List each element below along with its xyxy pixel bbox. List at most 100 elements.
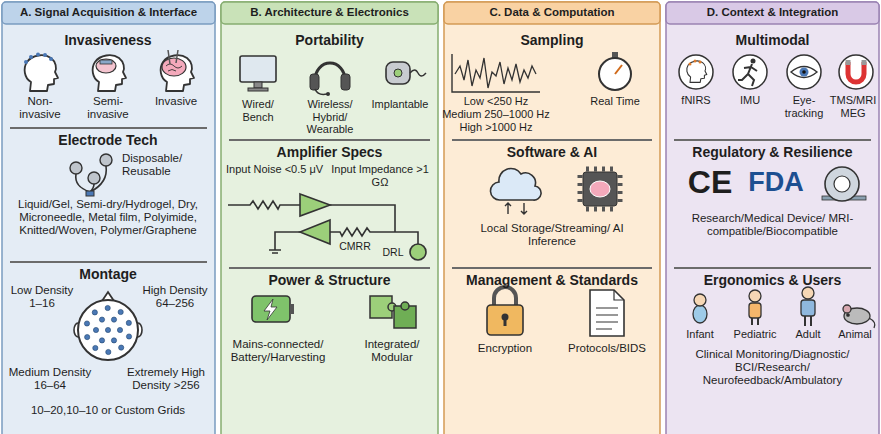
montage-head (93, 345, 98, 350)
portability-icon (310, 74, 319, 90)
panel-header: A. Signal Acquisition & Interface (5, 6, 212, 19)
montage-head (126, 320, 131, 325)
electrode-icon (70, 162, 82, 174)
mri-scanner-icon (822, 167, 866, 201)
user-icon (802, 287, 814, 299)
portability-icon (254, 82, 262, 88)
document-icon (590, 290, 624, 336)
battery-icon (290, 304, 294, 314)
modality-icon (694, 60, 697, 63)
section-divider (10, 261, 207, 263)
head-icon (96, 59, 116, 73)
user-icon (752, 318, 758, 325)
portability-icon (386, 62, 410, 84)
item-label: High >1000 Hz (440, 121, 552, 134)
section-divider (229, 267, 430, 269)
item-label: fNIRS (670, 94, 722, 107)
head-icon (24, 50, 194, 91)
user-icon (801, 300, 815, 316)
item-label: Input Noise <0.5 μV (226, 163, 326, 176)
modality-icon (689, 63, 692, 66)
montage-head (99, 338, 104, 343)
panel-ground (2, 2, 215, 434)
panel-ground (444, 2, 660, 434)
lock-icon (487, 305, 523, 335)
feature-section: Regulatory & ResilienceCEFDAResearch/Med… (666, 140, 879, 268)
portability-icon (326, 92, 330, 96)
section-divider (452, 267, 652, 269)
stopwatch-icon (599, 52, 631, 90)
feature-section: InvasivenessNon-invasiveSemi-invasiveInv… (2, 26, 215, 128)
modality-icon (679, 55, 873, 89)
feature-section: Management & StandardsEncryptionProtocol… (444, 268, 660, 434)
electrode-icon (86, 191, 94, 196)
item-label: Medium 250–1000 Hz (440, 108, 552, 121)
head-icon (93, 55, 126, 91)
item-label: 10–20,10–10 or Custom Grids (8, 404, 208, 417)
panel-ground (666, 2, 879, 24)
item-label: Mains-connected/ Battery/Harvesting (223, 338, 333, 364)
puzzle-icon (401, 302, 409, 310)
section-title: Regulatory & Resilience (673, 144, 873, 160)
section-divider (674, 267, 871, 269)
puzzle-icon (370, 296, 416, 328)
feature-section: PortabilityWired/ BenchWireless/ Hybrid/… (221, 26, 438, 140)
user-icon (843, 305, 851, 313)
item-label: Liquid/Gel, Semi-dry/Hydrogel, Dry, Micr… (8, 198, 208, 238)
feature-section: MontageLow Density 1–16High Density 64–2… (2, 262, 215, 434)
item-label: Clinical Monitoring/Diagnostic/ BCI/Rese… (673, 348, 873, 388)
battery-icon (264, 299, 277, 320)
item-label: Animal (833, 328, 878, 341)
modality-icon (802, 70, 806, 74)
user-icon (693, 305, 707, 323)
user-icon (694, 294, 706, 306)
chip-icon (618, 175, 623, 205)
amplifier-circuit (300, 220, 330, 244)
head-icon (24, 53, 53, 65)
item-label: Wired/ Bench (230, 98, 286, 123)
head-icon (49, 57, 53, 61)
battery-icon (252, 296, 290, 322)
chip-icon (580, 169, 620, 209)
modality-icon (733, 55, 767, 89)
feature-section: SamplingLow <250 HzMedium 250–1000 HzHig… (444, 26, 660, 140)
panel-ground (444, 2, 660, 24)
amplifier-circuit (330, 205, 395, 232)
panel-ground (221, 2, 438, 24)
document-icon (614, 290, 624, 300)
portability-icon (248, 88, 268, 91)
amplifier-circuit (395, 232, 418, 244)
head-icon (100, 60, 112, 64)
electrode-icon (100, 154, 112, 166)
stopwatch-icon (615, 65, 622, 74)
section-title: Electrode Tech (8, 132, 208, 148)
amplifier-circuit (269, 232, 300, 253)
modality-icon (689, 60, 702, 66)
amplifier-circuit (228, 201, 300, 209)
modality-icon (738, 64, 757, 86)
amplifier-circuit (330, 228, 395, 236)
modality-icon (800, 68, 809, 77)
modality-icon (787, 55, 821, 89)
portability-icon (240, 56, 276, 82)
montage-head (111, 338, 116, 343)
category-panel: B. Architecture & ElectronicsPortability… (221, 2, 438, 434)
item-label: FDA (746, 167, 806, 198)
item-label: Research/Medical Device/ MRI-compatible/… (673, 212, 873, 238)
user-icon (805, 316, 811, 326)
feature-section: Ergonomics & UsersInfantPediatricAdultAn… (666, 268, 879, 434)
montage-head (118, 309, 123, 314)
section-title: Multimodal (673, 32, 873, 48)
panel-ground (221, 2, 438, 434)
item-label: Pediatric (728, 328, 783, 341)
category-panel: A. Signal Acquisition & InterfaceInvasiv… (2, 2, 215, 434)
section-divider (452, 139, 652, 141)
cloud-icon (490, 168, 541, 200)
chip-icon (586, 167, 616, 172)
montage-head (99, 317, 104, 322)
head-icon (36, 53, 40, 57)
item-label: Semi-invasive (77, 95, 139, 121)
cloud-icon (490, 168, 541, 214)
